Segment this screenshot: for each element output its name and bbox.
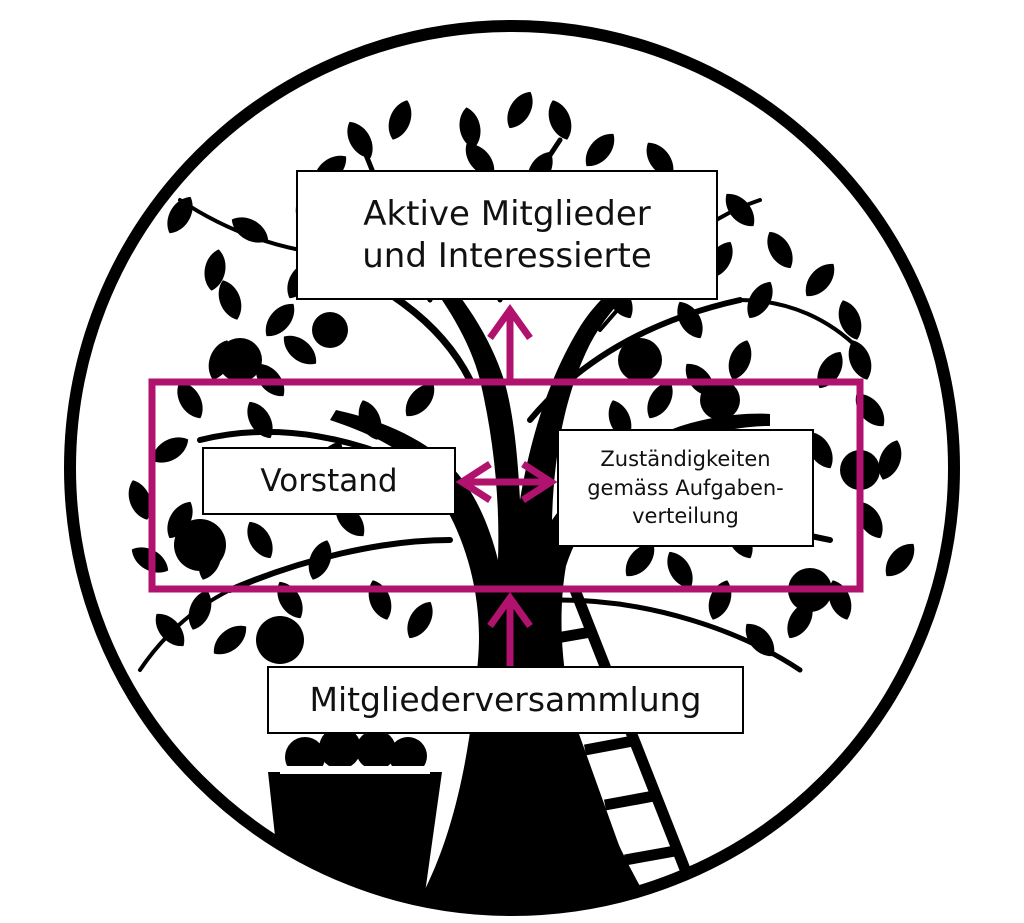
leaf-shape xyxy=(810,346,850,394)
double-arrow-vorstand-zustaendigkeiten xyxy=(455,461,558,503)
node-active-members: Aktive Mitglieder und Interessierte xyxy=(296,170,718,300)
node-zustaendigkeiten-line2: gemäss Aufgaben- xyxy=(587,475,784,500)
leaf-shape xyxy=(833,296,867,344)
node-vorstand: Vorstand xyxy=(202,447,456,515)
leaf-shape xyxy=(848,387,892,433)
node-mitgliederversammlung: Mitgliederversammlung xyxy=(267,666,744,734)
leaf-shape xyxy=(718,187,762,233)
leaf-shape xyxy=(183,586,217,634)
leaf-shape xyxy=(723,336,757,384)
node-zustaendigkeiten: Zuständigkeiten gemäss Aufgaben- verteil… xyxy=(557,429,814,547)
vorstand-frame xyxy=(148,378,864,593)
tree-apples xyxy=(174,312,880,664)
apple-basket-icon xyxy=(268,727,442,900)
leaf-shape xyxy=(207,618,253,662)
leaf-shape xyxy=(578,127,622,173)
arrow-up-from-assembly xyxy=(487,591,533,666)
apple-shape xyxy=(700,380,740,420)
apple-shape xyxy=(312,312,348,348)
arrow-up-to-members xyxy=(487,303,533,382)
outer-circle xyxy=(64,20,960,916)
node-zustaendigkeiten-line3: verteilung xyxy=(632,504,739,529)
leaf-shape xyxy=(798,257,842,303)
leaf-shape xyxy=(240,516,280,564)
apple-shape xyxy=(618,338,662,382)
leaf-shape xyxy=(240,396,280,444)
leaf-shape xyxy=(850,496,890,544)
node-active-members-line1: Aktive Mitglieder xyxy=(363,193,651,234)
leaf-shape xyxy=(258,297,302,343)
leaf-shape xyxy=(148,607,192,653)
leaf-shape xyxy=(878,537,922,583)
leaf-shape xyxy=(400,596,440,644)
leaf-shape xyxy=(456,105,484,151)
apple-shape xyxy=(256,616,304,664)
apple-shape xyxy=(218,338,262,382)
leaf-shape xyxy=(703,576,737,624)
leaf-shape xyxy=(543,96,577,144)
leaf-shape xyxy=(760,226,800,274)
node-vorstand-label: Vorstand xyxy=(260,462,398,499)
node-active-members-line2: und Interessierte xyxy=(362,236,652,276)
leaf-shape xyxy=(363,576,397,624)
leaf-shape xyxy=(843,336,877,384)
node-mitgliederversammlung-label: Mitgliederversammlung xyxy=(309,680,702,720)
apple-shape xyxy=(174,519,226,571)
leaf-shape xyxy=(500,86,540,134)
leaf-shape xyxy=(383,96,417,144)
node-zustaendigkeiten-line1: Zuständigkeiten xyxy=(600,447,771,472)
leaf-shape xyxy=(340,116,380,164)
